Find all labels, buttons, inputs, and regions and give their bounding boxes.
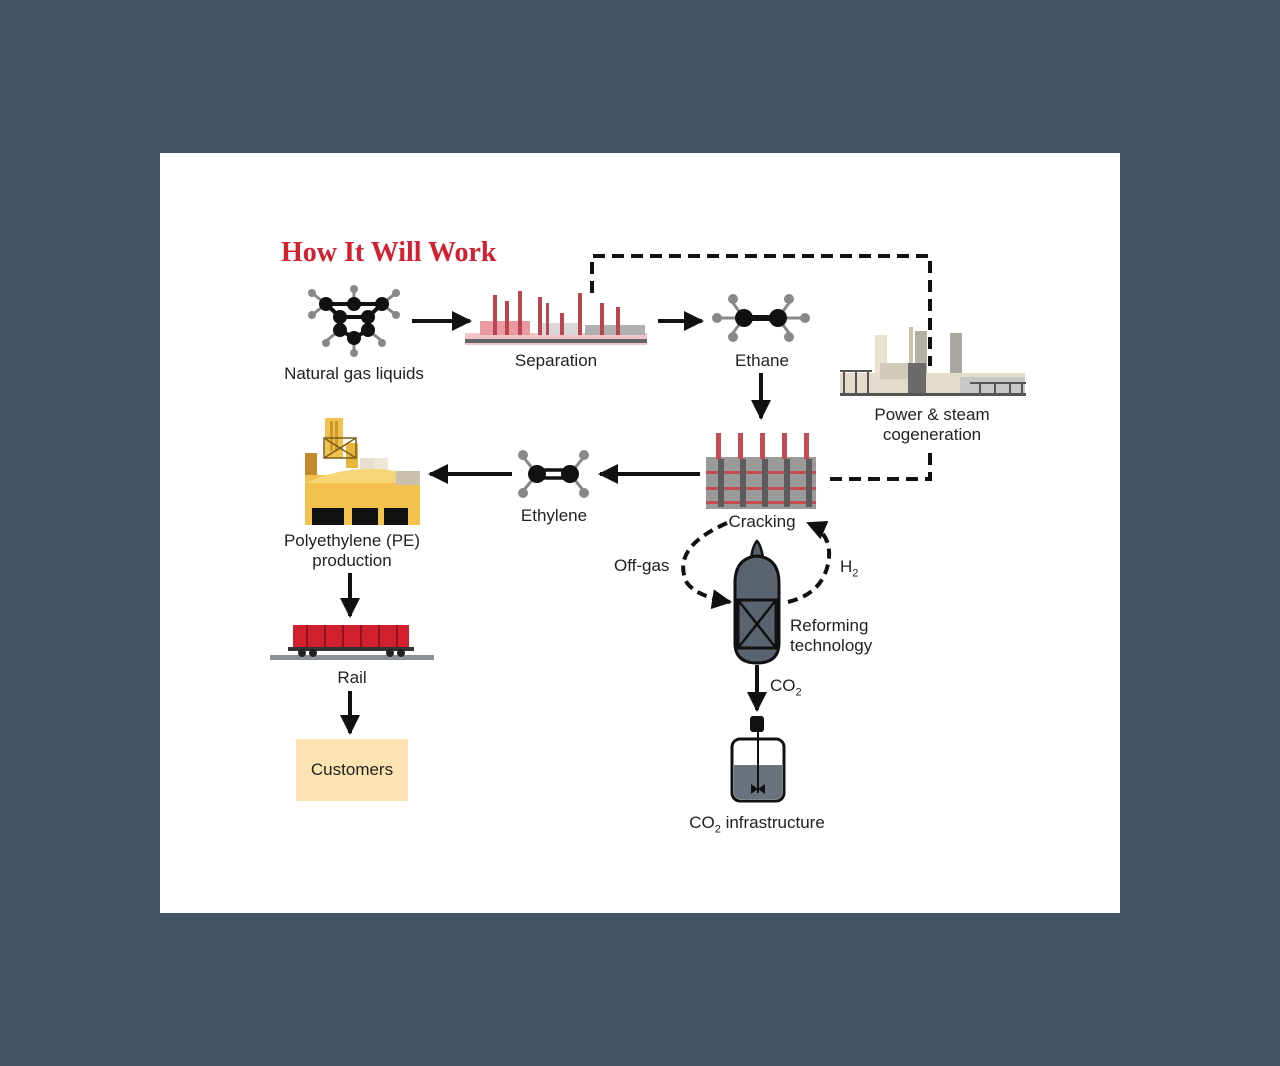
label-h2: H2: [840, 557, 859, 580]
cogeneration-plant-icon: [840, 327, 1026, 396]
label-rail: Rail: [337, 668, 367, 687]
label-cracking: Cracking: [728, 512, 796, 531]
label-natural-gas-liquids: Natural gas liquids: [284, 364, 424, 383]
flow-diagram: [270, 254, 1026, 803]
reformer-vessel-icon: [733, 539, 781, 665]
label-off-gas: Off-gas: [614, 556, 670, 575]
label-production: production: [312, 551, 392, 570]
separation-plant-icon: [465, 291, 647, 345]
label-cogeneration: cogeneration: [882, 425, 982, 444]
label-co2-infrastructure: CO2 infrastructure: [689, 813, 825, 836]
customers-box: Customers: [296, 739, 408, 801]
dashed-arrow-off-gas: [681, 521, 732, 610]
co2-storage-tank-icon: [730, 716, 786, 803]
diagram-title: How It Will Work: [281, 237, 497, 268]
label-ethylene: Ethylene: [520, 506, 588, 525]
diagram-card: How It Will Work Natural gas liquids Sep…: [160, 153, 1120, 913]
label-polyethylene: Polyethylene (PE): [283, 531, 421, 550]
label-technology: technology: [790, 636, 873, 655]
label-reforming: Reforming: [790, 616, 869, 635]
dashed-arrow-hydrogen: [787, 521, 832, 604]
label-ethane: Ethane: [735, 351, 789, 370]
natural-gas-liquids-molecule-icon: [308, 285, 400, 357]
rail-car-icon: [270, 625, 434, 660]
label-co2: CO2: [770, 676, 802, 699]
label-separation: Separation: [514, 351, 598, 370]
ethylene-molecule-icon: [518, 450, 589, 498]
dashed-line-cogeneration-to-cracking: [824, 453, 932, 481]
cracking-furnace-icon: [706, 433, 816, 509]
label-power-steam: Power & steam: [874, 405, 990, 424]
ethane-molecule-icon: [712, 294, 810, 342]
polyethylene-plant-icon: [305, 418, 420, 525]
dashed-line-separation-to-cogeneration: [590, 254, 932, 366]
label-customers: Customers: [310, 760, 394, 779]
